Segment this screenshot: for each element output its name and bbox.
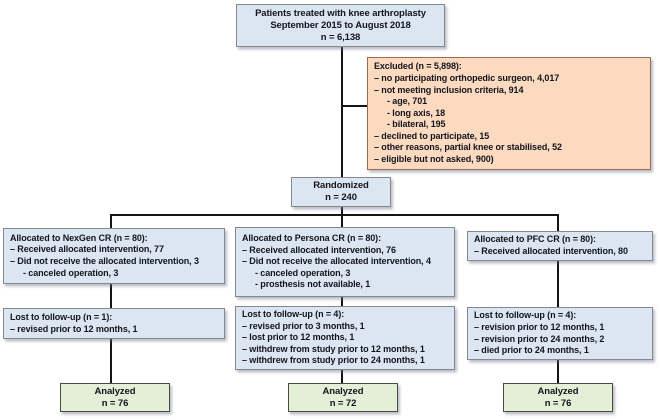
allocation-subitem: - canceled operation, 3: [23, 267, 119, 278]
allocation-box-persona: Allocated to Persona CR (n = 80): – Rece…: [235, 227, 455, 297]
top-box-count: n = 6,138: [320, 31, 361, 43]
analyzed-box-persona: Analyzed n = 72: [288, 383, 398, 412]
connector-main-vertical: [341, 24, 343, 402]
excluded-title: Excluded (n = 5,898):: [374, 61, 462, 72]
followup-item: – revision prior to 24 months, 2: [474, 333, 605, 344]
excluded-item: – no participating orthopedic surgeon, 4…: [374, 72, 560, 83]
followup-title: Lost to follow-up (n = 4):: [474, 310, 577, 321]
followup-item: – revised prior to 3 months, 1: [242, 320, 365, 331]
excluded-subitem: - bilateral, 195: [387, 119, 446, 130]
allocation-title: Allocated to PFC CR (n = 80):: [474, 234, 596, 245]
followup-item: – revised prior to 12 months, 1: [10, 323, 138, 334]
allocation-box-nexgen: Allocated to NexGen CR (n = 80): – Recei…: [3, 228, 225, 284]
analyzed-box-pfc: Analyzed n = 76: [503, 383, 613, 412]
excluded-box: Excluded (n = 5,898): – no participating…: [367, 57, 651, 170]
followup-title: Lost to follow-up (n = 1):: [10, 311, 113, 322]
followup-item: – died prior to 24 months, 1: [474, 345, 589, 356]
randomized-box: Randomized n = 240: [291, 177, 391, 207]
excluded-subitem: - age, 701: [387, 96, 428, 107]
analyzed-count: n = 76: [101, 397, 129, 409]
allocation-item: – Received allocated intervention, 77: [10, 244, 164, 255]
allocation-title: Allocated to NexGen CR (n = 80):: [10, 232, 148, 243]
followup-box-pfc: Lost to follow-up (n = 4): – revision pr…: [467, 307, 653, 360]
top-box-patients: Patients treated with knee arthroplasty …: [236, 4, 445, 47]
top-box-line-1: Patients treated with knee arthroplasty: [255, 7, 426, 19]
analyzed-count: n = 72: [329, 397, 357, 409]
excluded-item: – not meeting inclusion criteria, 914: [374, 84, 524, 95]
excluded-item: – other reasons, partial knee or stabili…: [374, 142, 562, 153]
excluded-subitem: - long axis, 18: [387, 107, 446, 118]
followup-item: – withdrew from study prior to 24 months…: [242, 355, 425, 366]
allocation-title: Allocated to Persona CR (n = 80):: [242, 233, 381, 244]
allocation-box-pfc: Allocated to PFC CR (n = 80): – Received…: [467, 231, 653, 261]
followup-box-nexgen: Lost to follow-up (n = 1): – revised pri…: [3, 308, 225, 339]
allocation-item: – Received allocated intervention, 76: [242, 244, 396, 255]
analyzed-label: Analyzed: [94, 385, 136, 397]
allocation-item: – Received allocated intervention, 80: [474, 246, 628, 256]
top-box-line-2: September 2015 to August 2018: [270, 19, 411, 31]
randomized-count: n = 240: [325, 192, 357, 203]
allocation-subitem: - prosthesis not available, 1: [255, 279, 371, 290]
analyzed-box-nexgen: Analyzed n = 76: [60, 383, 170, 412]
followup-box-persona: Lost to follow-up (n = 4): – revised pri…: [235, 306, 455, 370]
allocation-item: – Did not receive the allocated interven…: [10, 256, 199, 266]
connector-excluded-horizontal: [342, 105, 382, 107]
followup-item: – withdrew from study prior to 12 months…: [242, 343, 425, 354]
allocation-subitem: - canceled operation, 3: [255, 267, 351, 278]
followup-title: Lost to follow-up (n = 4):: [242, 309, 345, 320]
connector-branch-horizontal: [110, 214, 559, 216]
followup-item: – lost prior to 12 months, 1: [242, 332, 355, 343]
randomized-label: Randomized: [313, 180, 369, 191]
analyzed-label: Analyzed: [322, 385, 364, 397]
analyzed-label: Analyzed: [537, 385, 579, 397]
excluded-item: – declined to participate, 15: [374, 130, 490, 141]
excluded-item: – eligible but not asked, 900): [374, 154, 494, 165]
followup-item: – revision prior to 12 months, 1: [474, 321, 605, 332]
analyzed-count: n = 76: [544, 397, 572, 409]
allocation-item: – Did not receive the allocated interven…: [242, 256, 431, 267]
